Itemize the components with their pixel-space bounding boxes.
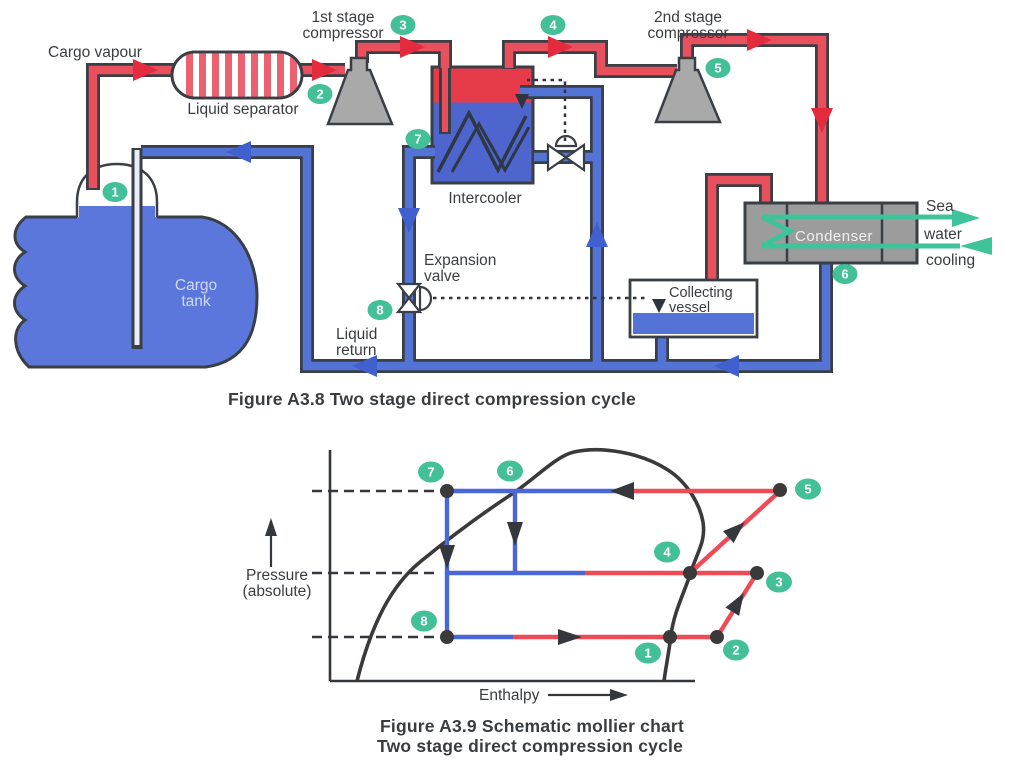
mollier-chart: Pressure (absolute) Enthalpy 7 6 5 4 3 2…: [243, 447, 821, 756]
svg-text:8: 8: [420, 614, 427, 629]
badge-6: 6: [832, 264, 858, 284]
svg-text:8: 8: [376, 303, 383, 318]
pressure-axis-label-line1: Pressure: [246, 567, 308, 584]
expansion-valve-icon: [395, 282, 433, 314]
pressure-level-dashes: [312, 489, 440, 639]
liquid-return-label-line2: return: [336, 342, 377, 359]
expansion-valve-label-line2: valve: [424, 268, 460, 285]
svg-text:4: 4: [663, 545, 671, 560]
vessel-level-arrow-icon: [652, 299, 666, 313]
stage1-label-line2: compressor: [303, 25, 384, 42]
svg-text:6: 6: [841, 267, 848, 282]
badge-3: 3: [390, 15, 416, 35]
svg-text:1: 1: [644, 646, 651, 661]
stage2-label-line1: 2nd stage: [654, 9, 722, 26]
cycle-arrows: [439, 482, 745, 645]
chart-badge-8: 8: [411, 610, 437, 632]
badge-7: 7: [405, 129, 431, 149]
chart-badge-4: 4: [654, 541, 680, 563]
collecting-vessel: Collecting vessel: [628, 278, 759, 339]
badge-5: 5: [705, 58, 731, 78]
chart-badge-7: 7: [418, 461, 444, 483]
condenser: Condenser: [743, 201, 992, 265]
figure-a39-caption-line1: Figure A3.9 Schematic mollier chart: [380, 716, 684, 736]
separator-stripes: [186, 52, 297, 98]
collecting-vessel-label-line2: vessel: [669, 300, 710, 316]
water-label: water: [923, 226, 962, 243]
state-points: [440, 483, 787, 644]
chart-badge-3: 3: [766, 571, 792, 593]
sea-water-coil: [760, 214, 960, 249]
svg-text:1: 1: [111, 185, 118, 200]
intercooler-label: Intercooler: [448, 190, 521, 207]
badge-8: 8: [367, 300, 393, 320]
intercooler-coil: [436, 109, 528, 174]
intercooler-vessel: [430, 65, 535, 185]
chart-badges: 7 6 5 4 3 2 1 8: [411, 460, 821, 664]
svg-text:6: 6: [506, 464, 513, 479]
figure-a39-caption-line2: Two stage direct compression cycle: [377, 736, 683, 756]
saturation-dome-curve: [355, 447, 706, 682]
svg-text:7: 7: [427, 465, 434, 480]
diagram-badges: 1 2 3 4 5 6 7 8: [102, 15, 858, 320]
cycle-blue-lines: [444, 488, 616, 640]
intercooler-spray-arrow-icon: [515, 94, 529, 109]
cooling-label: cooling: [926, 252, 975, 269]
svg-text:3: 3: [775, 575, 782, 590]
sea-water-out-arrow-icon: [952, 209, 980, 227]
liquid-separator: [170, 50, 304, 100]
second-stage-compressor: [654, 56, 722, 124]
expansion-valve-label-line1: Expansion: [424, 252, 496, 269]
badge-1: 1: [102, 182, 128, 202]
condenser-label: Condenser: [795, 228, 873, 245]
enthalpy-axis-label: Enthalpy: [479, 687, 540, 704]
red-flow-arrows: [133, 29, 833, 133]
svg-text:5: 5: [804, 482, 811, 497]
sea-water-in-arrow-icon: [960, 237, 992, 255]
liquid-separator-label: Liquid separator: [187, 101, 298, 118]
badge-2: 2: [307, 84, 333, 104]
pressure-axis-arrow-icon: [265, 518, 277, 536]
svg-text:2: 2: [732, 643, 739, 658]
blue-flow-arrows: [226, 141, 739, 377]
svg-text:7: 7: [414, 132, 421, 147]
chart-badge-5: 5: [795, 478, 821, 500]
chart-badge-6: 6: [497, 460, 523, 482]
figure-a38-caption: Figure A3.8 Two stage direct compression…: [228, 389, 636, 409]
sea-label: Sea: [926, 198, 954, 215]
enthalpy-axis-arrow-icon: [610, 689, 628, 701]
svg-text:4: 4: [549, 18, 557, 33]
pressure-axis-label-line2: (absolute): [243, 583, 312, 600]
control-lines: [433, 78, 646, 300]
svg-text:3: 3: [399, 18, 406, 33]
stage1-label-line1: 1st stage: [312, 9, 375, 26]
badge-4: 4: [540, 15, 566, 35]
chart-badge-1: 1: [635, 642, 661, 664]
svg-text:5: 5: [714, 61, 721, 76]
cycle-red-lines: [513, 488, 782, 640]
cargo-tank-label-line2: tank: [181, 293, 211, 310]
cargo-vapour-label: Cargo vapour: [48, 44, 142, 61]
cargo-tank-label-line1: Cargo: [175, 277, 217, 294]
liquid-return-label-line1: Liquid: [336, 326, 377, 343]
first-stage-compressor: [326, 56, 394, 126]
collecting-vessel-label-line1: Collecting: [669, 285, 733, 301]
chart-badge-2: 2: [723, 639, 749, 661]
stage2-label-line2: compressor: [648, 25, 729, 42]
svg-text:2: 2: [316, 87, 323, 102]
